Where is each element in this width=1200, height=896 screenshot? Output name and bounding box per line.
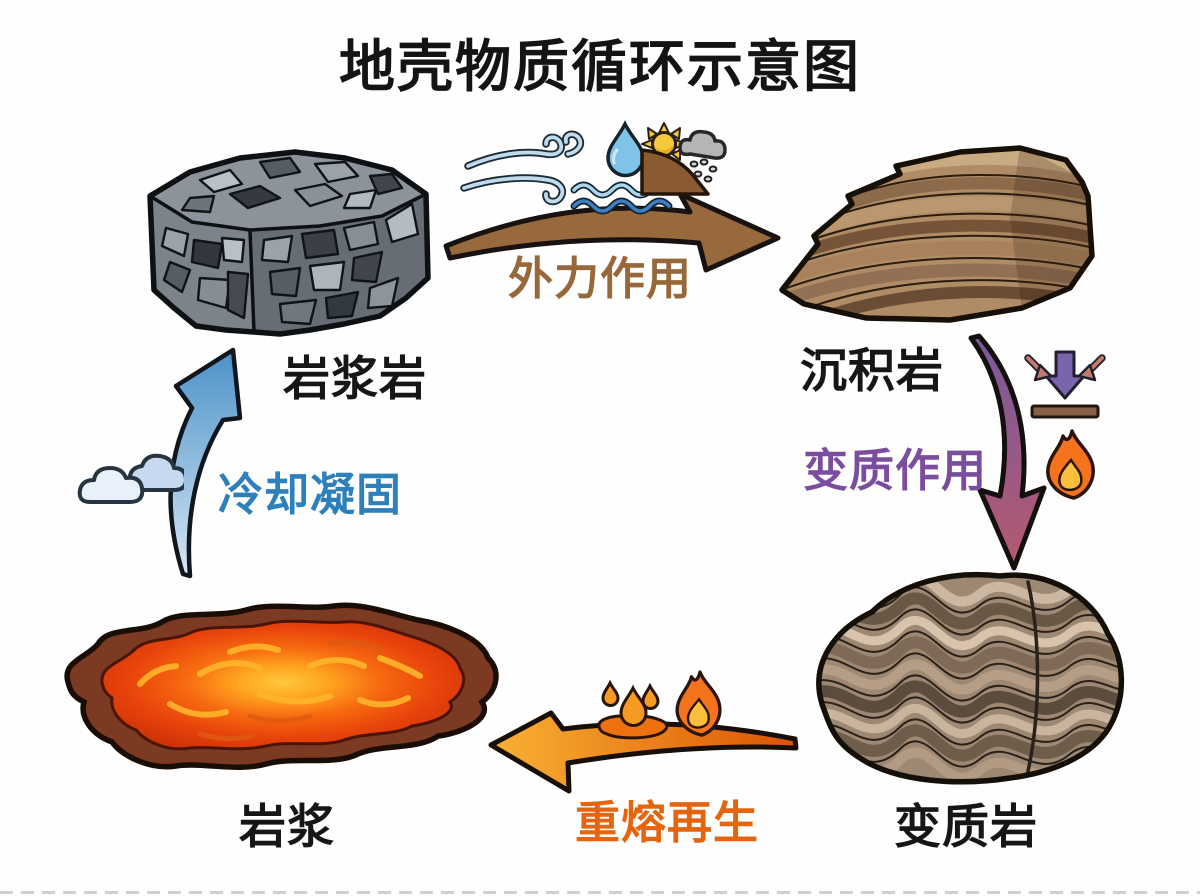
weathering-label: 外力作用 — [507, 253, 692, 304]
cooling-arrow — [168, 347, 243, 579]
sedimentary-rock-label: 沉积岩 — [800, 344, 944, 397]
fire-icon — [675, 670, 722, 737]
wind-icon — [460, 130, 585, 206]
cloud-icon — [77, 453, 184, 504]
cooling-label: 冷却凝固 — [217, 469, 402, 520]
fire-icon — [1046, 429, 1095, 500]
magma-illustration — [64, 602, 499, 770]
metamorphic-rock-illustration — [816, 571, 1124, 785]
magma-label: 岩浆 — [239, 800, 335, 853]
diagram-title: 地壳物质循环示意图 — [339, 35, 861, 98]
sedimentary-rock-illustration — [779, 145, 1095, 323]
igneous-rock-label: 岩浆岩 — [283, 352, 427, 405]
pressure-icon — [1024, 350, 1106, 419]
metamorphism-label: 变质作用 — [802, 445, 987, 496]
melt-drops-icon — [597, 679, 669, 740]
bottom-edge-artifact — [0, 891, 1200, 894]
sun-rain-slope-icon — [640, 122, 727, 196]
water-drop-waves-icon — [570, 120, 673, 215]
igneous-rock-illustration — [147, 149, 431, 337]
weathering-arrow — [443, 191, 781, 273]
remelting-label: 重熔再生 — [574, 797, 759, 848]
metamorphic-rock-label: 变质岩 — [894, 800, 1038, 853]
metamorphism-arrow — [968, 333, 1047, 571]
